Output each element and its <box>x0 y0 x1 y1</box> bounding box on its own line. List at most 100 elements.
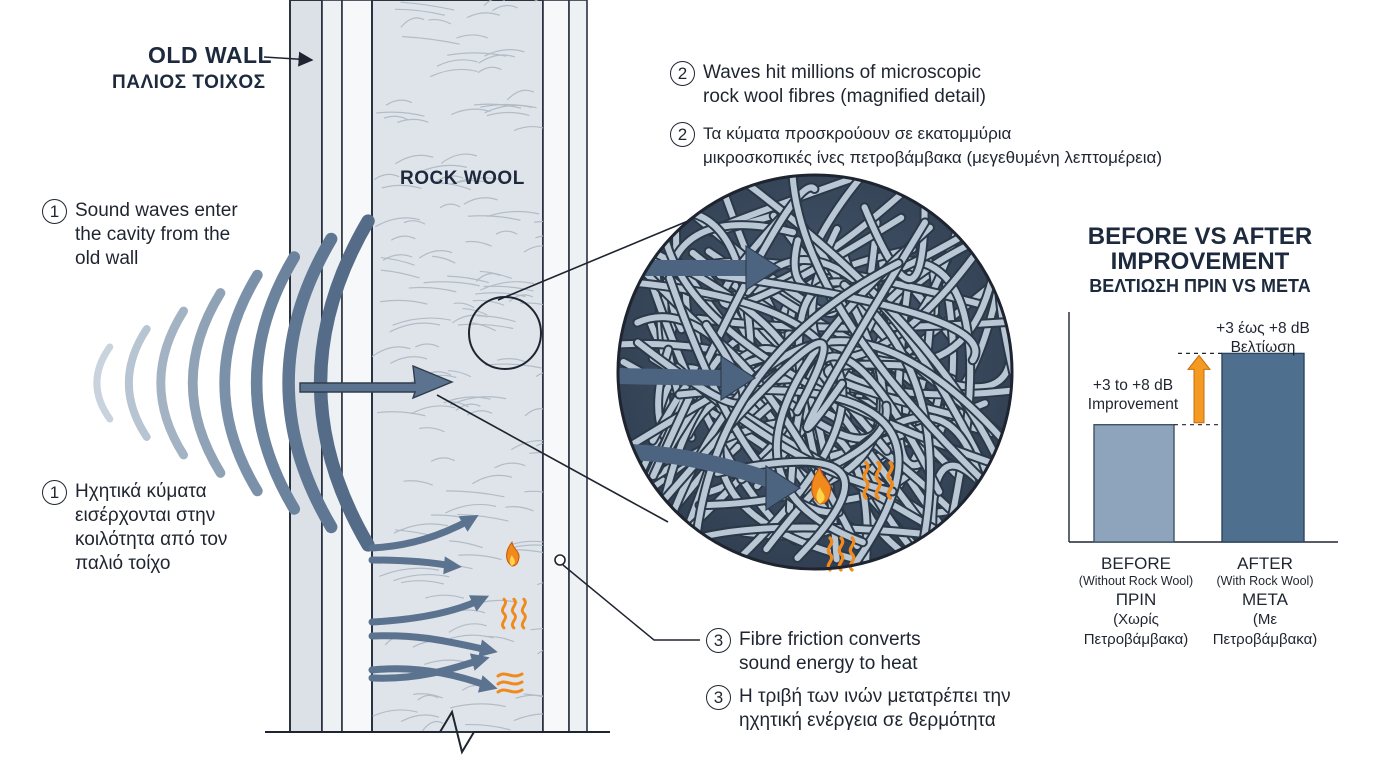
old-wall-title-greek: ΠΑΛΙΟΣ ΤΟΙΧΟΣ <box>112 72 266 93</box>
wool-strand <box>486 111 530 117</box>
old-wall-title: OLD WALL <box>148 42 273 68</box>
wool-strand <box>478 54 516 64</box>
wool-strand <box>393 573 450 582</box>
wool-wave-arrow <box>368 632 492 654</box>
wool-strand <box>524 408 543 417</box>
wool-wave-arrowhead <box>458 515 479 532</box>
wool-strand <box>403 480 433 486</box>
category-before-note: (Without Rock Wool) <box>1078 574 1194 588</box>
before-after-chart <box>1068 312 1338 543</box>
wool-strand <box>458 554 502 561</box>
wool-strand <box>400 17 425 28</box>
heat-wave-icon <box>862 461 870 500</box>
wool-strand <box>430 457 455 463</box>
wool-strand <box>480 103 537 109</box>
detail-point <box>554 554 566 566</box>
old-wall-leader <box>263 51 314 67</box>
wool-strand <box>513 713 543 722</box>
wool-wave-arrowhead <box>469 653 490 671</box>
improvement-label-gr: +3 έως +8 dB Βελτίωση <box>1216 320 1310 356</box>
magnify-line-top <box>497 215 701 301</box>
wool-strand <box>418 250 453 259</box>
wool-strand <box>483 285 534 292</box>
chart-subtitle: ΒΕΛΤΙΩΣΗ ΠΡΙΝ VS ΜΕΤΑ <box>1089 276 1311 296</box>
wool-strand <box>400 1 455 11</box>
lens-wave-arrowhead <box>765 464 802 512</box>
flame-core <box>509 554 516 566</box>
fibre-strand <box>842 235 990 362</box>
sound-wave-arc <box>93 343 114 423</box>
wool-strand <box>436 59 478 67</box>
lens-wave-arrow <box>629 444 773 488</box>
wool-strand <box>393 523 448 534</box>
wool-strand <box>419 427 445 433</box>
wool-strand <box>380 299 428 305</box>
flame-icon <box>506 540 520 567</box>
category-after-note-greek: (Με Πετροβάμβακα) <box>1212 611 1318 648</box>
wool-strand <box>394 154 434 165</box>
wool-strand <box>417 694 439 701</box>
wool-strand <box>463 197 498 205</box>
wool-wave-arrow <box>368 516 474 552</box>
wool-wave-arrowhead <box>477 675 498 693</box>
wool-strand <box>394 8 445 16</box>
category-after-note: (With Rock Wool) <box>1216 574 1314 588</box>
step2-text: Waves hit millions of microscopic rock w… <box>703 62 987 107</box>
magnified-fibres <box>616 173 1014 572</box>
wool-strand <box>380 269 420 279</box>
step3-text-greek: Η τριβή των ινών μετατρέπει την ηχητική … <box>739 686 1011 731</box>
wool-strand <box>432 255 456 264</box>
bar-before <box>1093 424 1175 543</box>
floor-break-line <box>265 709 610 755</box>
improvement-arrow <box>1186 354 1212 424</box>
wool-strand <box>372 709 418 717</box>
wool-heat-marks <box>496 540 527 694</box>
wool-strand <box>514 544 543 548</box>
wool-strand <box>413 693 443 699</box>
step1-number: 1 <box>42 199 67 224</box>
wool-strand <box>433 175 464 184</box>
fibre-strand <box>804 219 928 431</box>
wool-strand <box>451 177 503 185</box>
flame-icon <box>811 466 832 505</box>
wool-strand <box>449 540 483 549</box>
wool-strand <box>373 173 400 181</box>
wool-strand <box>445 503 497 514</box>
wool-strand <box>374 217 421 228</box>
wool-strand <box>462 307 488 316</box>
step2-en: 2 Waves hit millions of microscopic rock… <box>670 61 986 109</box>
wool-strand <box>423 281 480 287</box>
heat-wave-icon <box>520 597 527 630</box>
wool-strand <box>447 370 472 378</box>
category-before-label-greek: ΠΡΙΝ <box>1115 590 1157 609</box>
step3-gr: 3 Η τριβή των ινών μετατρέπει την ηχητικ… <box>706 685 1011 733</box>
wool-strand <box>447 52 507 57</box>
wool-strand <box>465 240 492 247</box>
step2-text-greek: Τα κύματα προσκρούουν σε εκατομμύρια μικ… <box>703 124 1163 167</box>
wool-strand <box>535 372 543 378</box>
wool-strand <box>376 411 426 417</box>
wool-strand <box>510 440 543 451</box>
fibre-strand <box>693 260 902 542</box>
sound-wave-arc <box>282 232 338 534</box>
wool-strand <box>487 210 540 218</box>
wool-strand <box>457 513 509 522</box>
wool-strand <box>400 580 445 585</box>
wool-strand <box>534 0 539 2</box>
wool-strand <box>382 254 413 261</box>
wool-wave-arrowhead <box>468 595 490 612</box>
fibre-strand <box>773 224 933 546</box>
wool-strand <box>381 184 422 190</box>
wool-strand <box>428 18 452 25</box>
wool-strand <box>450 108 491 116</box>
sound-wave-arc <box>124 325 151 441</box>
wool-strand <box>429 68 478 78</box>
wool-strand <box>389 322 441 333</box>
wool-strand <box>517 549 543 554</box>
wool-strand <box>410 405 456 415</box>
wool-strand <box>456 34 488 39</box>
wool-strand <box>537 649 543 655</box>
sound-wave-arc <box>156 306 188 460</box>
wool-strand <box>506 89 535 101</box>
